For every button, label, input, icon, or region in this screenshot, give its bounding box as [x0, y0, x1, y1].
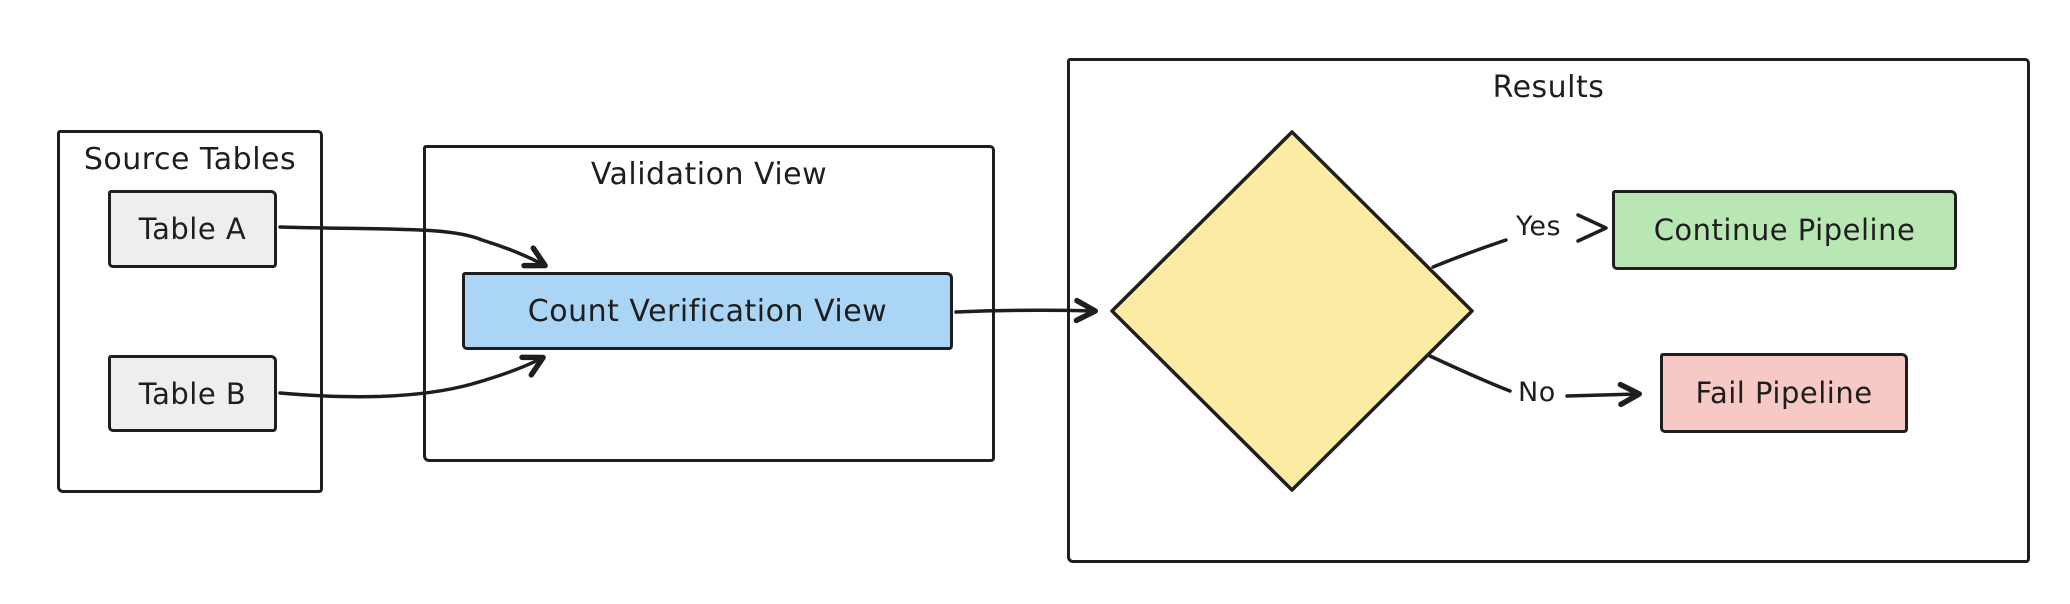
- group-results-title: Results: [1492, 70, 1605, 105]
- node-continue-pipeline: Continue Pipeline: [1612, 190, 1957, 270]
- node-fail-pipeline: Fail Pipeline: [1660, 353, 1908, 433]
- group-validation-view-title: Validation View: [590, 157, 828, 192]
- edge-label-no: No: [1518, 377, 1556, 408]
- node-table-b: Table B: [108, 355, 277, 432]
- node-count-verification-view-label: Count Verification View: [527, 293, 888, 329]
- node-table-b-label: Table B: [138, 376, 247, 411]
- node-count-match-label-line1: Count: [1247, 274, 1337, 308]
- node-count-verification-view: Count Verification View: [462, 272, 953, 350]
- node-count-match-label-line2: Match?: [1238, 314, 1346, 348]
- node-table-a-label: Table A: [138, 212, 247, 246]
- group-source-tables: Source Tables: [57, 130, 323, 493]
- edge-label-yes: Yes: [1516, 211, 1562, 242]
- node-continue-pipeline-label: Continue Pipeline: [1653, 213, 1916, 247]
- node-fail-pipeline-label: Fail Pipeline: [1695, 376, 1873, 410]
- group-validation-view: Validation View: [423, 145, 995, 462]
- group-source-tables-title: Source Tables: [83, 142, 297, 177]
- node-count-match-label: Count Match?: [1192, 271, 1392, 351]
- node-table-a: Table A: [108, 190, 277, 268]
